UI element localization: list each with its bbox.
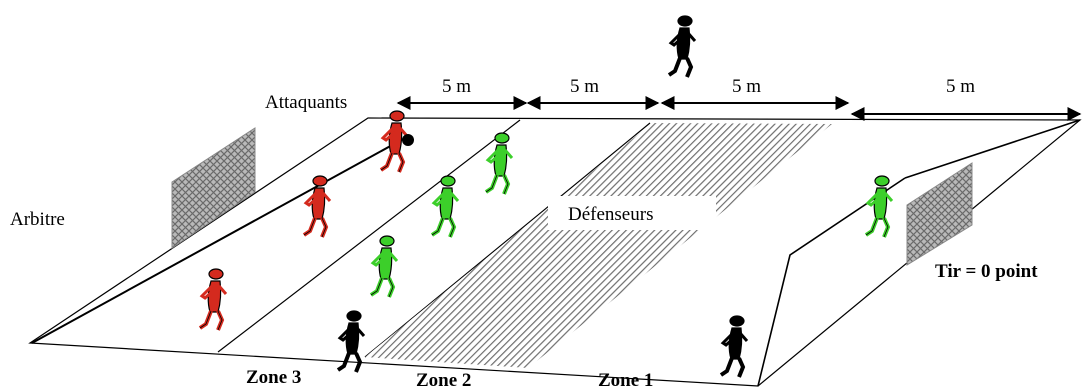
referee-figure xyxy=(667,15,697,78)
zone-1-label: Zone 1 xyxy=(598,370,653,388)
referee-label: Arbitre xyxy=(10,209,65,230)
left-goal-net xyxy=(171,127,256,249)
referee-figure xyxy=(719,315,749,378)
shot-label: Tir = 0 point xyxy=(935,261,1038,282)
zone-1-hatched xyxy=(365,123,832,368)
attackers-line xyxy=(31,137,406,344)
defenders-label-bg xyxy=(548,196,716,230)
defender-figure xyxy=(484,132,514,195)
zone-2-label: Zone 2 xyxy=(416,370,471,388)
defender-figure xyxy=(369,235,399,298)
zone-line-2-1 xyxy=(364,122,651,358)
defender-figure xyxy=(864,175,894,238)
goal-top-line xyxy=(904,119,1081,179)
defender-figure xyxy=(430,175,460,238)
zone-line-3-2 xyxy=(217,119,521,353)
zone-3-label: Zone 3 xyxy=(246,367,301,388)
distance-label-4: 5 m xyxy=(946,76,975,97)
defenders-label: Défenseurs xyxy=(568,204,653,225)
distance-label-1: 5 m xyxy=(442,76,471,97)
ball xyxy=(402,134,414,146)
right-goal-net xyxy=(906,162,973,266)
attacker-figure xyxy=(379,110,414,173)
attacker-figure xyxy=(198,268,228,331)
players xyxy=(198,15,894,378)
distance-markers xyxy=(396,96,1082,121)
referee-figure xyxy=(336,310,366,373)
attacker-figure xyxy=(302,175,332,238)
attackers-label: Attaquants xyxy=(265,92,347,113)
distance-label-2: 5 m xyxy=(570,76,599,97)
distance-label-3: 5 m xyxy=(732,76,761,97)
